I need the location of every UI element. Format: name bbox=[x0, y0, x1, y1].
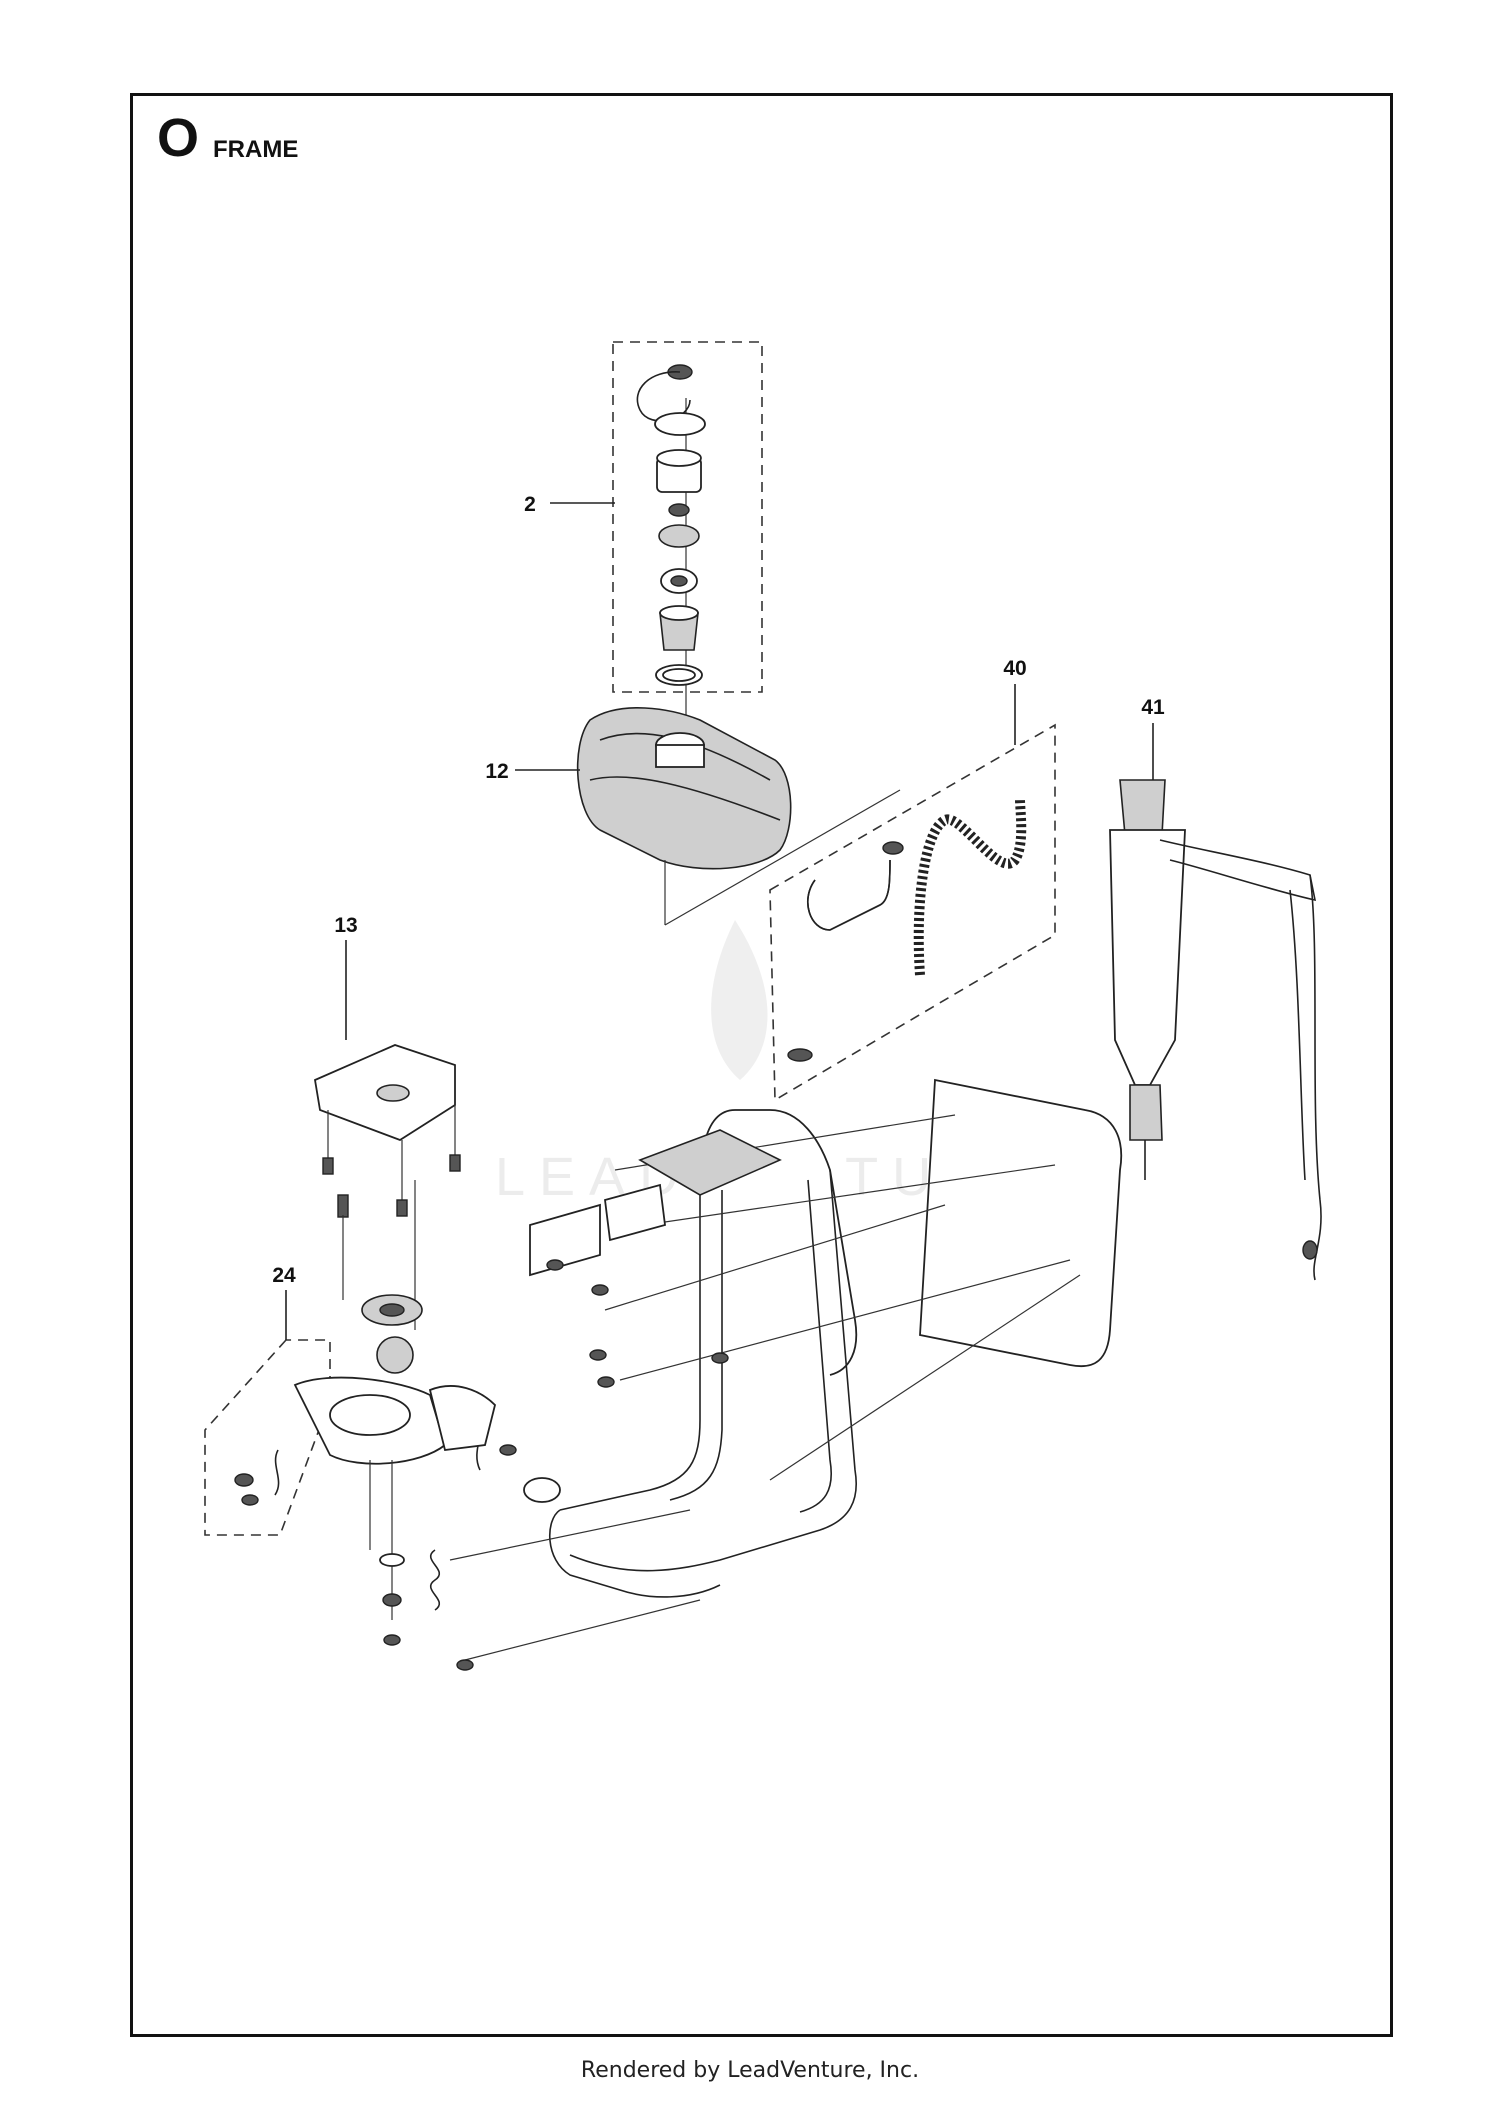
callout-12: 12 bbox=[485, 760, 580, 783]
callout-label: 12 bbox=[485, 760, 508, 783]
callout-24: 24 bbox=[272, 1264, 296, 1340]
fuel-cap-assembly bbox=[612, 341, 763, 720]
fuel-tank bbox=[576, 707, 901, 926]
fuel-hose-assembly bbox=[769, 723, 1056, 1102]
anti-vibration-assembly bbox=[204, 1194, 701, 1671]
callout-label: 2 bbox=[524, 493, 536, 516]
callout-2: 2 bbox=[524, 493, 615, 516]
backpack-frame bbox=[523, 1078, 1123, 1598]
callout-label: 40 bbox=[1003, 657, 1026, 680]
harness-strap bbox=[1109, 779, 1322, 1281]
footer-credit: Rendered by LeadVenture, Inc. bbox=[580, 2058, 920, 2083]
callout-label: 41 bbox=[1141, 696, 1165, 719]
callout-label: 13 bbox=[334, 914, 357, 937]
callout-13: 13 bbox=[334, 914, 358, 1040]
callout-40: 40 bbox=[1003, 657, 1027, 745]
mount-plate bbox=[313, 1044, 461, 1330]
callout-label: 24 bbox=[272, 1264, 296, 1287]
section-title: FRAME bbox=[213, 136, 299, 163]
callout-41: 41 bbox=[1141, 696, 1165, 780]
section-letter: O bbox=[157, 108, 200, 168]
diagram-frame bbox=[130, 93, 1393, 2037]
